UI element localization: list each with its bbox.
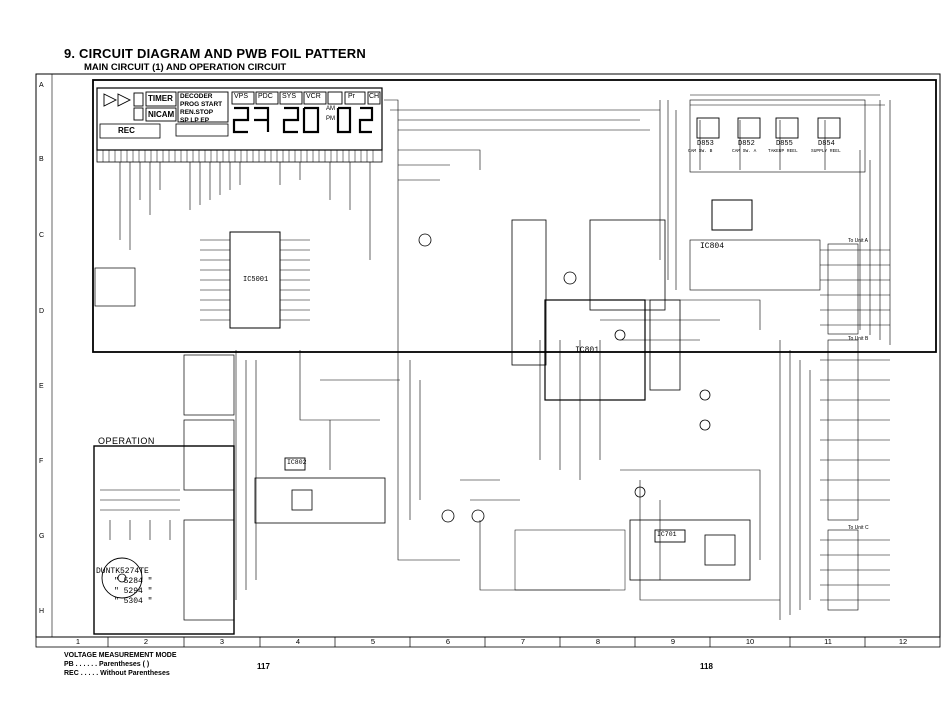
row-label-a: A: [39, 82, 44, 89]
ic804-label: IC804: [700, 242, 725, 251]
part-line-3: " 5294 ": [114, 587, 153, 596]
led-d853-desc: CAM SW. B: [688, 149, 713, 154]
page-title: 9. CIRCUIT DIAGRAM AND PWB FOIL PATTERN: [64, 46, 366, 61]
ic801-label: IC801: [575, 346, 600, 355]
row-label-d: D: [39, 308, 45, 315]
display-decoder: DECODER: [180, 93, 213, 100]
display-prog-start: PROG START: [180, 101, 223, 108]
col-label-8: 8: [595, 637, 601, 646]
ic701-label: IC701: [657, 531, 677, 538]
row-label-b: B: [39, 156, 44, 163]
col-label-12: 12: [898, 637, 908, 646]
row-label-c: C: [39, 232, 45, 239]
display-ren-stop: REN.STOP: [180, 109, 214, 116]
col-label-9: 9: [670, 637, 676, 646]
display-rec: REC: [118, 126, 135, 135]
voltage-title: VOLTAGE MEASUREMENT MODE: [64, 652, 177, 659]
col-label-10: 10: [745, 637, 755, 646]
operation-label: OPERATION: [98, 436, 155, 446]
operation-part-list: DUNTK5274TE " 5284 " " 5294 " " 5304 ": [96, 567, 152, 607]
row-label-e: E: [39, 383, 44, 390]
display-am: AM: [326, 106, 335, 112]
page-number-right: 118: [700, 662, 713, 671]
led-d855-desc: TAKEUP REEL: [768, 149, 798, 154]
voltage-mode: VOLTAGE MEASUREMENT MODE PB . . . . . . …: [64, 651, 177, 678]
badge-ch: CH: [369, 93, 380, 100]
led-d852: D852: [738, 140, 755, 148]
led-d855: D855: [776, 140, 793, 148]
row-label-g: G: [39, 533, 45, 540]
connector-to-b: To Unit B: [848, 336, 869, 342]
display-pm: PM: [326, 116, 335, 122]
page-number-left: 117: [257, 662, 270, 671]
page-subtitle: MAIN CIRCUIT (1) AND OPERATION CIRCUIT: [84, 62, 287, 73]
led-d853: D853: [697, 140, 714, 148]
led-d854: D854: [818, 140, 835, 148]
ic802-label: IC802: [287, 459, 307, 466]
connector-to-a: To Unit A: [848, 238, 869, 244]
display-timer: TIMER: [148, 94, 173, 103]
display-sp-lp-ep: SP LP EP: [180, 117, 210, 124]
part-line-1: DUNTK5274TE: [96, 567, 149, 576]
connector-to-c: To Unit C: [848, 525, 869, 531]
ic5001-label: IC5001: [243, 276, 269, 284]
badge-pdc: PDC: [258, 93, 273, 100]
badge-pr: Pr: [348, 93, 355, 100]
display-nicam: NICAM: [148, 110, 175, 119]
voltage-rec: REC . . . . . Without Parentheses: [64, 670, 170, 677]
col-label-6: 6: [445, 637, 451, 646]
col-label-7: 7: [520, 637, 526, 646]
row-label-f: F: [39, 458, 44, 465]
part-line-2: " 5284 ": [114, 577, 153, 586]
col-label-3: 3: [219, 637, 225, 646]
col-label-4: 4: [295, 637, 301, 646]
led-d852-desc: CAM SW. A: [732, 149, 757, 154]
led-d854-desc: SUPPLY REEL: [811, 149, 841, 154]
part-line-4: " 5304 ": [114, 597, 153, 606]
row-label-h: H: [39, 608, 45, 615]
badge-vps: VPS: [234, 93, 249, 100]
badge-vcr: VCR: [306, 93, 321, 100]
col-label-2: 2: [143, 637, 149, 646]
badge-sys: SYS: [282, 93, 297, 100]
col-label-1: 1: [75, 637, 81, 646]
voltage-pb: PB . . . . . . Parentheses ( ): [64, 661, 150, 668]
col-label-11: 11: [824, 637, 832, 646]
col-label-5: 5: [370, 637, 376, 646]
